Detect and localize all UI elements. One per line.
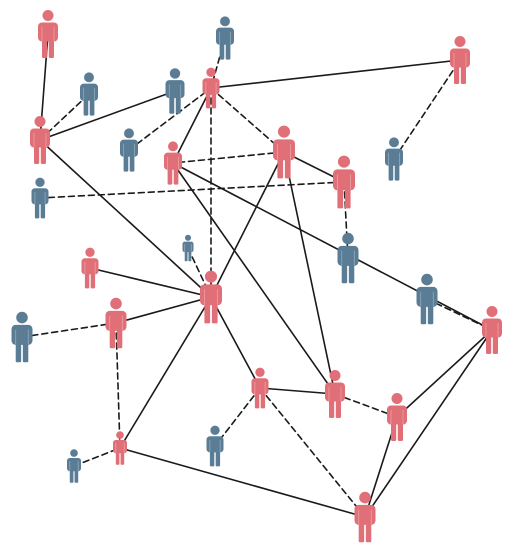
solid-edge-r10-r9: [115, 296, 212, 324]
person-icon-red-r5: [450, 36, 470, 84]
solid-edge-r8-r9: [89, 267, 212, 298]
person-icon-blue-b12: [67, 449, 81, 483]
solid-edge-r3-r11: [172, 162, 493, 331]
solid-edge-r6-r13: [283, 151, 336, 395]
person-icon-red-r2: [202, 67, 220, 109]
person-icon-red-r15: [113, 431, 127, 465]
dashed-edge-b4-r2: [128, 87, 212, 151]
person-icon-red-r11: [482, 306, 502, 354]
person-icon-red-r14: [387, 393, 407, 441]
solid-edge-r4-b3: [39, 90, 176, 141]
nodes-layer: [11, 10, 502, 543]
solid-edge-r4-r9: [39, 139, 212, 298]
dashed-edge-r12-b11: [214, 387, 261, 447]
person-icon-red-r6: [273, 125, 295, 179]
person-icon-red-r7: [333, 155, 355, 209]
person-icon-red-r4: [30, 116, 50, 164]
solid-edge-r6-r9: [210, 151, 285, 298]
person-icon-blue-b6: [31, 177, 49, 219]
solid-edge-r11-r14: [396, 329, 493, 418]
dashed-edge-r6-r3: [172, 151, 285, 164]
person-icon-red-r3: [164, 141, 182, 185]
dashed-edge-r13-r14: [334, 393, 398, 418]
person-icon-blue-b4: [120, 128, 138, 172]
person-icon-blue-b10: [416, 273, 438, 325]
person-icon-red-r9: [200, 270, 222, 324]
person-icon-blue-b7: [337, 232, 359, 284]
dashed-edge-b5-r5: [393, 59, 461, 160]
solid-edge-r2-r3: [172, 87, 212, 164]
person-icon-red-r12: [251, 367, 269, 409]
dashed-edge-r2-r6: [210, 87, 285, 153]
solid-edge-r2-r5: [210, 59, 461, 89]
person-icon-red-r10: [105, 297, 127, 349]
solid-edge-r3-r13: [172, 162, 336, 395]
dashed-edge-b12-r15: [73, 447, 121, 467]
dashed-edge-b9-r10: [21, 322, 117, 338]
solid-edge-r11-r16: [364, 329, 493, 518]
person-icon-blue-b2: [216, 16, 234, 60]
person-icon-red-r13: [325, 370, 345, 418]
person-icon-red-r16: [354, 491, 376, 543]
solid-edge-r9-r15: [119, 296, 212, 449]
person-icon-blue-b3: [165, 68, 185, 114]
dashed-edge-r7-b7: [343, 181, 349, 259]
person-icon-blue-b11: [206, 425, 224, 467]
person-icon-red-r1: [38, 10, 58, 58]
person-icon-blue-b1: [80, 72, 98, 116]
person-icon-blue-b5: [385, 137, 403, 181]
solid-edge-r15-r16: [119, 447, 366, 518]
solid-edge-r12-r13: [259, 387, 336, 395]
dashed-edge-r10-r15: [115, 322, 121, 449]
person-icon-blue-b8: [182, 234, 194, 262]
person-icon-blue-b9: [11, 311, 33, 363]
dashed-edge-r12-r16: [259, 387, 366, 518]
solid-edge-r9-r12: [210, 296, 261, 389]
dashed-edge-b10-r11: [426, 298, 493, 331]
person-icon-red-r8: [81, 247, 99, 289]
